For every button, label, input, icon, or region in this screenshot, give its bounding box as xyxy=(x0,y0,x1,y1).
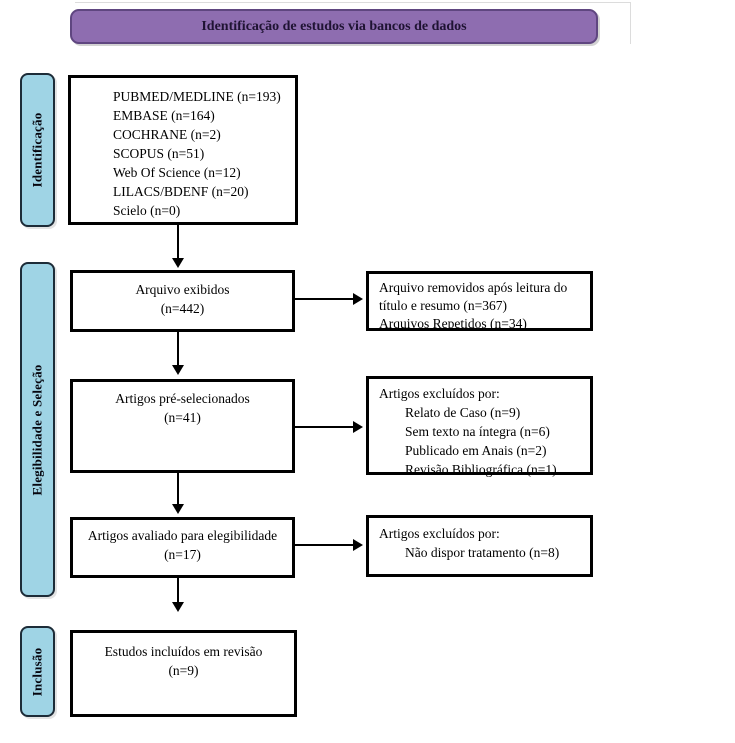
box-articles-excluded-eligibility-title: Artigos excluídos por: xyxy=(379,526,500,541)
box-records-screened-count: (n=442) xyxy=(160,301,205,316)
database-line: SCOPUS (n=51) xyxy=(113,146,205,161)
exclusion-reason: Revisão Bibliográfica (n=1) xyxy=(405,462,557,477)
header-title: Identificação de estudos via bancos de d… xyxy=(201,18,467,34)
sidebar-label-identification: Identificação xyxy=(20,73,55,227)
canvas-guide-line-vertical xyxy=(630,2,631,44)
exclusion-reason: Relato de Caso (n=9) xyxy=(405,405,521,420)
arrow-preselected-to-excluded-line xyxy=(295,426,354,428)
arrow-eligibility-to-excluded-line xyxy=(295,544,354,546)
box-studies-included-title: Estudos incluídos em revisão xyxy=(104,644,263,659)
box-records-removed-line: Arquivos Repetidos (n=34) xyxy=(379,316,527,331)
box-articles-excluded-preselection: Artigos excluídos por: Relato de Caso (n… xyxy=(366,376,593,477)
box-articles-assessed-eligibility-count: (n=17) xyxy=(164,547,201,562)
sidebar-label-eligibility-selection: Elegibilidade e Seleção xyxy=(20,262,55,597)
database-line: Web Of Science (n=12) xyxy=(113,165,241,180)
box-records-removed-line: Arquivo removidos após leitura do título… xyxy=(379,280,568,313)
database-line: COCHRANE (n=2) xyxy=(113,127,221,142)
sidebar-label-inclusion-text: Inclusão xyxy=(29,647,45,696)
arrow-preselected-to-eligibility-head xyxy=(172,504,184,514)
arrow-screened-to-removed-line xyxy=(295,298,354,300)
box-articles-assessed-eligibility-title: Artigos avaliado para elegibilidade xyxy=(87,528,278,543)
database-line: EMBASE (n=164) xyxy=(113,108,215,123)
arrow-preselected-to-excluded-head xyxy=(353,421,363,433)
database-line: PUBMED/MEDLINE (n=193) xyxy=(113,89,281,104)
arrow-databases-to-screened-head xyxy=(172,258,184,268)
arrow-databases-to-screened-line xyxy=(177,225,179,259)
arrow-screened-to-preselected-line xyxy=(177,332,179,366)
exclusion-reason: Publicado em Anais (n=2) xyxy=(405,443,547,458)
database-line: LILACS/BDENF (n=20) xyxy=(113,184,249,199)
sidebar-label-identification-text: Identificação xyxy=(29,112,45,188)
box-articles-preselected: Artigos pré-selecionados (n=41) xyxy=(70,379,295,473)
arrow-screened-to-removed-head xyxy=(353,293,363,305)
arrow-eligibility-to-excluded-head xyxy=(353,539,363,551)
sidebar-label-inclusion: Inclusão xyxy=(20,626,55,717)
box-records-screened: Arquivo exibidos (n=442) xyxy=(70,270,295,332)
arrow-screened-to-preselected-head xyxy=(172,365,184,375)
exclusion-reason: Não dispor tratamento (n=8) xyxy=(405,545,560,560)
box-records-screened-title: Arquivo exibidos xyxy=(135,282,230,297)
box-articles-excluded-preselection-title: Artigos excluídos por: xyxy=(379,386,500,401)
canvas-guide-line-horizontal xyxy=(75,2,631,3)
box-articles-preselected-count: (n=41) xyxy=(164,410,201,425)
box-studies-included-count: (n=9) xyxy=(168,663,199,678)
box-studies-included: Estudos incluídos em revisão (n=9) xyxy=(70,630,297,717)
exclusion-reason: Sem texto na íntegra (n=6) xyxy=(405,424,550,439)
header-banner: Identificação de estudos via bancos de d… xyxy=(70,9,598,44)
sidebar-label-eligibility-selection-text: Elegibilidade e Seleção xyxy=(29,364,45,495)
box-database-counts: PUBMED/MEDLINE (n=193) EMBASE (n=164) CO… xyxy=(68,75,298,225)
arrow-eligibility-to-included-head xyxy=(172,602,184,612)
database-line: Scielo (n=0) xyxy=(113,203,181,218)
box-records-removed: Arquivo removidos após leitura do título… xyxy=(366,271,593,331)
box-articles-preselected-title: Artigos pré-selecionados xyxy=(115,391,250,406)
box-articles-assessed-eligibility: Artigos avaliado para elegibilidade (n=1… xyxy=(70,517,295,578)
box-articles-excluded-eligibility: Artigos excluídos por: Não dispor tratam… xyxy=(366,515,593,577)
arrow-preselected-to-eligibility-line xyxy=(177,473,179,505)
arrow-eligibility-to-included-line xyxy=(177,578,179,603)
